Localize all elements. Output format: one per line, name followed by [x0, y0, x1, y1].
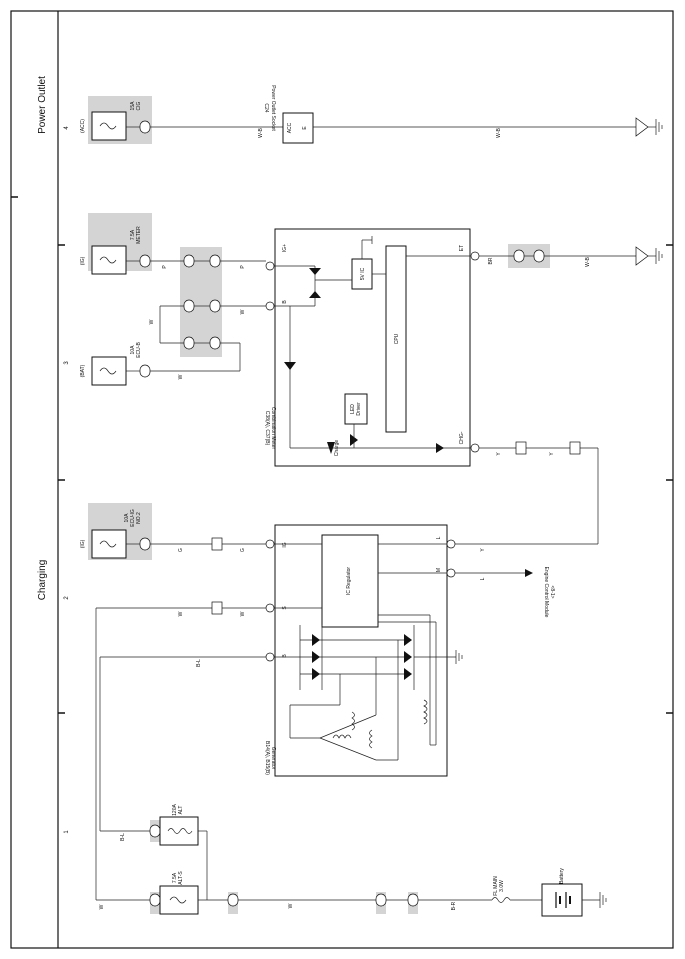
svg-text:10A: 10A	[130, 345, 136, 355]
svg-text:Y: Y	[496, 452, 502, 456]
svg-text:CIG: CIG	[136, 101, 142, 110]
junction-ij1-2	[533, 249, 545, 263]
svg-text:IG: IG	[282, 542, 288, 547]
power-outlet-section-title: Power Outlet	[37, 76, 48, 134]
svg-text:NO.2: NO.2	[136, 512, 142, 524]
grid-label-4: 4	[64, 126, 70, 130]
svg-text:5V IC: 5V IC	[360, 267, 366, 280]
svg-text:W: W	[240, 611, 246, 616]
wire-label-wb-2: W-B	[496, 128, 502, 138]
svg-text:Power Outlet Socket: Power Outlet Socket	[270, 85, 276, 131]
svg-text:L: L	[480, 577, 486, 580]
svg-text:B-R: B-R	[451, 901, 457, 910]
svg-text:Generator: Generator	[270, 747, 276, 770]
svg-text:W: W	[178, 611, 184, 616]
svg-text:ALT-S: ALT-S	[178, 871, 184, 885]
svg-text:CPU: CPU	[394, 333, 400, 344]
grid-label-3: 3	[64, 361, 70, 365]
svg-text:<8-1>: <8-1>	[549, 585, 555, 598]
svg-text:C38(A), C37(B): C38(A), C37(B)	[264, 411, 270, 446]
svg-text:(BAT): (BAT)	[80, 364, 86, 377]
grid-label-1: 1	[64, 830, 70, 834]
svg-text:B: B	[282, 654, 288, 658]
svg-text:Driver: Driver	[356, 402, 362, 416]
svg-text:(ACC): (ACC)	[80, 119, 86, 133]
grid-label-2: 2	[64, 596, 70, 600]
ground-c1-top	[635, 117, 663, 137]
svg-text:W: W	[99, 904, 105, 909]
ground-battery	[599, 892, 607, 908]
svg-text:W-B: W-B	[585, 257, 591, 267]
svg-text:B-L: B-L	[120, 833, 126, 841]
svg-text:E: E	[302, 126, 308, 130]
svg-text:ACC: ACC	[287, 122, 293, 133]
ecm-label: Engine Control Module	[543, 567, 549, 618]
junction-10-4c	[183, 254, 195, 268]
svg-text:ET: ET	[459, 245, 465, 251]
svg-text:(IG): (IG)	[80, 539, 86, 548]
svg-text:ECU-IG: ECU-IG	[130, 509, 136, 527]
svg-text:ALT: ALT	[178, 806, 184, 815]
fl-main-fusible-link: FL MAIN 3.0W	[491, 876, 511, 903]
fuse-alts: 7.5A ALT-S	[159, 871, 199, 915]
svg-text:W: W	[240, 309, 246, 314]
svg-text:B: B	[282, 300, 288, 304]
svg-text:C24: C24	[263, 103, 269, 112]
fuse-alt: 120A ALT	[159, 804, 199, 846]
svg-text:7.5A: 7.5A	[130, 229, 136, 240]
junction-11-4h	[209, 254, 221, 268]
svg-text:P: P	[240, 265, 246, 269]
svg-text:B-L: B-L	[196, 659, 202, 667]
svg-text:G: G	[240, 548, 246, 552]
svg-text:Battery: Battery	[559, 868, 565, 884]
svg-text:10A: 10A	[124, 513, 130, 523]
svg-text:METER: METER	[136, 226, 142, 244]
svg-text:LED: LED	[350, 404, 356, 414]
svg-text:BR: BR	[488, 257, 494, 264]
svg-text:Y: Y	[549, 452, 555, 456]
svg-text:L: L	[436, 536, 442, 539]
svg-text:B14(A), B15(B): B14(A), B15(B)	[264, 741, 270, 775]
svg-text:P: P	[162, 265, 168, 269]
svg-text:15A: 15A	[130, 101, 136, 111]
svg-text:Combination Meter: Combination Meter	[270, 407, 276, 450]
svg-text:IC Regulator: IC Regulator	[346, 567, 352, 595]
ground-c1-mid	[635, 246, 663, 266]
generator: B14(A), B15(B) Generator IG S B L M IC R…	[264, 524, 456, 777]
svg-text:120A: 120A	[172, 804, 178, 816]
svg-text:7.5A: 7.5A	[172, 872, 178, 883]
svg-text:G: G	[178, 548, 184, 552]
wire-label-wb-1: W-B	[258, 128, 264, 138]
svg-text:CHG-: CHG-	[459, 431, 465, 444]
svg-text:(IG): (IG)	[80, 256, 86, 265]
svg-text:M: M	[436, 568, 442, 572]
fuse-ecub: (BAT) 10A ECU-B	[80, 342, 142, 386]
fuse-meter: (IG) 7.5A METER	[80, 226, 142, 275]
connector-cig-out	[139, 120, 151, 134]
battery: Battery	[541, 868, 583, 917]
svg-text:W: W	[149, 319, 155, 324]
power-outlet-socket: ACC E Power Outlet Socket C24	[263, 85, 314, 144]
charging-section-title: Charging	[37, 560, 48, 601]
combination-meter: IG+ B ET CHG- C38(A), C37(B) Combination…	[264, 228, 480, 467]
svg-text:W: W	[178, 374, 184, 379]
svg-text:W: W	[288, 903, 294, 908]
junction-ij1-1	[513, 249, 525, 263]
svg-text:Y: Y	[480, 548, 486, 552]
svg-text:ECU-B: ECU-B	[136, 342, 142, 358]
fuse-cig: (ACC) 15A CIG	[80, 101, 142, 141]
svg-text:IG+: IG+	[282, 244, 288, 252]
svg-text:3.0W: 3.0W	[499, 880, 505, 892]
svg-text:FL MAIN: FL MAIN	[493, 876, 499, 896]
